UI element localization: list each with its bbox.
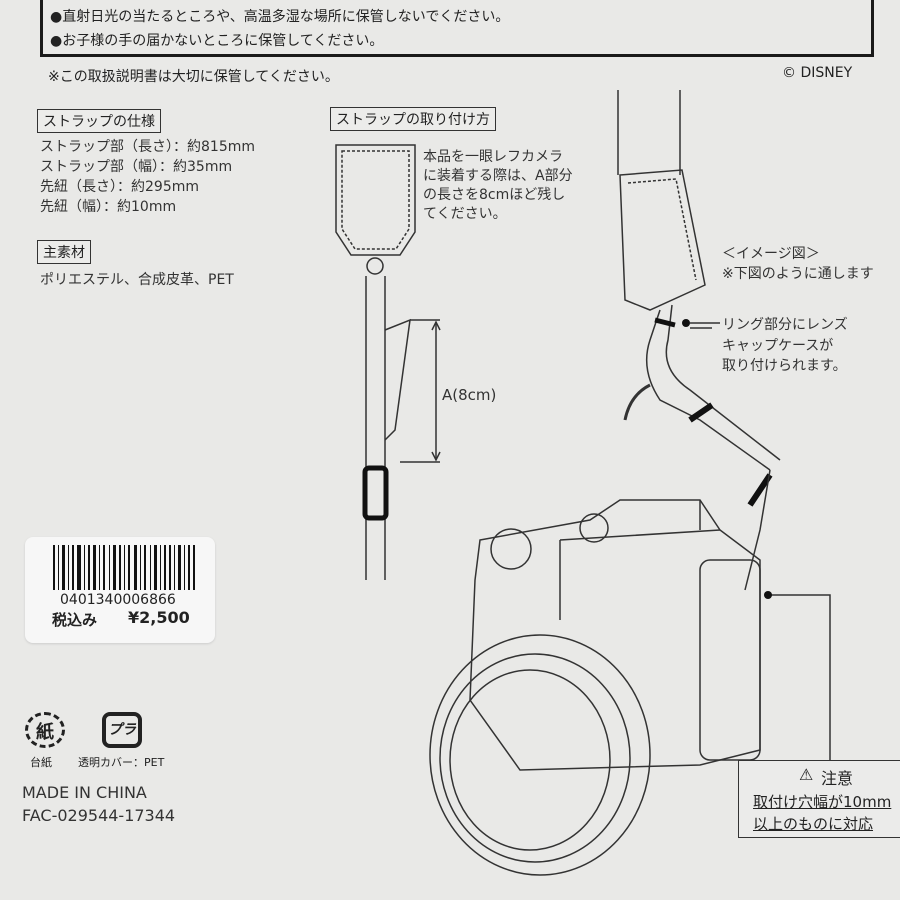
barcode-number: 0401340006866 — [60, 592, 176, 608]
caution-line: 以上のものに対応 — [753, 815, 874, 833]
warning-line: ●直射日光の当たるところや、高温多湿な場所に保管しないでください。 — [50, 9, 510, 25]
attach-line: の長さを8cmほど残し — [423, 187, 566, 203]
paper-label: 台紙 — [30, 756, 52, 769]
attach-heading: ストラップの取り付け方 — [330, 107, 496, 131]
ring-note: リング部分にレンズ — [722, 317, 848, 333]
keep-note: ※この取扱説明書は大切に保管してください。 — [48, 69, 339, 85]
spec-line: 先紐（幅）：約10mm — [40, 199, 177, 215]
price: ¥2,500 — [128, 608, 190, 627]
copyright: © DISNEY — [782, 65, 853, 81]
warning-line: ●お子様の手の届かないところに保管してください。 — [50, 33, 384, 49]
dimension-label: A(8cm) — [442, 386, 497, 404]
camera-drawing — [429, 499, 761, 876]
plastic-label: 透明カバー：PET — [78, 756, 165, 769]
material-text: ポリエステル、合成皮革、PET — [40, 272, 234, 288]
price-label: 0401340006866 税込み ¥2,500 — [25, 537, 215, 643]
spec-line: 先紐（長さ）：約295mm — [40, 179, 199, 195]
strap-pad-drawing — [335, 144, 416, 256]
attach-line: に装着する際は、A部分 — [423, 168, 573, 184]
specs-heading: ストラップの仕様 — [37, 109, 161, 133]
image-sub: ※下図のように通します — [722, 266, 874, 282]
image-title: ＜イメージ図＞ — [722, 246, 820, 262]
plastic-recycle-icon: プラ — [102, 712, 142, 748]
ring-note: キャップケースが — [722, 338, 834, 354]
material-heading: 主素材 — [37, 240, 91, 264]
warning-icon: ⚠ — [799, 765, 814, 784]
product-code: FAC-029544-17344 — [22, 806, 176, 825]
paper-recycle-icon: 紙 — [25, 712, 65, 748]
origin: MADE IN CHINA — [22, 783, 147, 802]
attach-line: てください。 — [423, 206, 507, 222]
tax-label: 税込み — [52, 611, 98, 629]
warnings-box — [40, 0, 874, 57]
caution-box: ⚠ 注意 取付け穴幅が10mm 以上のものに対応 — [738, 760, 900, 838]
caution-title: 注意 — [821, 769, 854, 788]
neck-strap-drawing — [617, 90, 681, 175]
attach-line: 本品を一眼レフカメラ — [423, 149, 563, 165]
caution-line: 取付け穴幅が10mm — [753, 793, 892, 811]
ring-note: 取り付けられます。 — [722, 358, 847, 374]
spec-line: ストラップ部（幅）：約35mm — [40, 159, 233, 175]
dimension-line — [400, 319, 440, 463]
barcode — [53, 545, 195, 590]
spec-line: ストラップ部（長さ）：約815mm — [40, 139, 255, 155]
strap-cord-drawing — [365, 276, 386, 580]
